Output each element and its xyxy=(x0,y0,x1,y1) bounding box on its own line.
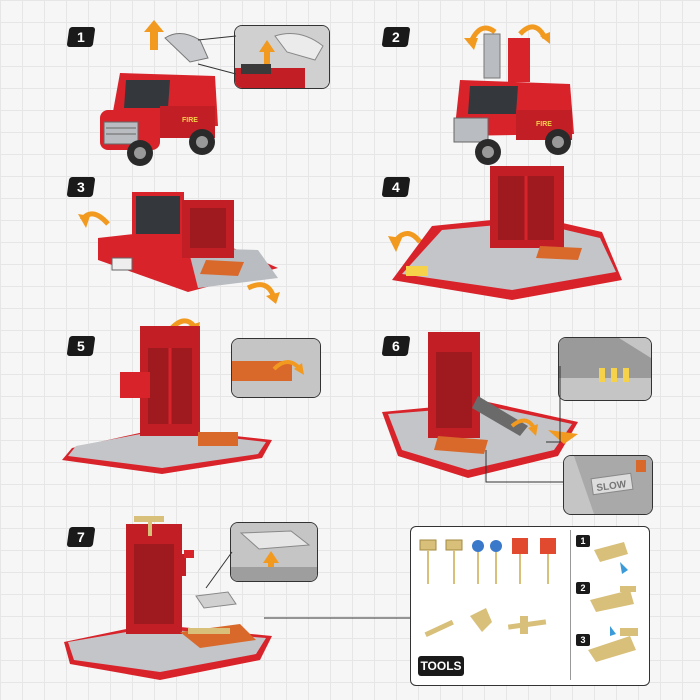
tools-signs-illustration xyxy=(419,538,556,638)
step-3-unfold-illustration xyxy=(78,192,280,304)
step-1-truck-illustration: FIRE xyxy=(100,20,218,166)
tools-assembly-steps xyxy=(570,530,645,680)
ramp-latch-detail xyxy=(232,339,320,397)
step-6-top-detail-inset xyxy=(558,337,652,401)
step-5-tower-illustration xyxy=(62,318,272,474)
signpost-icon xyxy=(445,539,463,584)
truck-fire-label-2: FIRE xyxy=(536,121,552,128)
curved-arrow-icon xyxy=(388,231,422,252)
step-5-detail-inset xyxy=(231,338,321,398)
step-6-connector-lines xyxy=(485,366,564,483)
curved-arrow-icon xyxy=(510,418,538,436)
slow-sign-detail: SLOW xyxy=(564,456,652,514)
step-7-detail-inset xyxy=(230,522,318,582)
parking-spots-detail xyxy=(559,338,651,400)
step-1-connector-lines xyxy=(197,35,237,75)
curved-arrow-icon xyxy=(246,282,280,304)
step-6-tower-illustration xyxy=(382,332,578,478)
up-arrow-icon xyxy=(144,20,164,50)
step-2-number: 2 xyxy=(392,29,400,45)
step-7-playset-illustration xyxy=(64,516,272,680)
car-lift-detail xyxy=(231,523,317,581)
step-7-connector-line xyxy=(205,551,410,619)
signpost-icon xyxy=(419,539,437,584)
step-2-badge: 2 xyxy=(381,27,411,47)
truck-fire-label: FIRE xyxy=(182,117,198,124)
step-4-unfold-illustration xyxy=(388,166,622,300)
blue-arrow-sign-icon xyxy=(490,540,502,584)
fire-sign-icon xyxy=(512,538,528,584)
tools-assembly-illustration xyxy=(588,542,638,662)
blue-arrow-sign-icon xyxy=(472,540,484,584)
slow-sign-label: SLOW xyxy=(596,479,628,494)
step-1-number: 1 xyxy=(77,29,85,45)
tools-substep-2-badge: 2 xyxy=(576,582,590,594)
step-6-bottom-detail-inset: SLOW xyxy=(563,455,653,515)
tool-parts-icon xyxy=(424,608,547,638)
tools-label: TOOLS xyxy=(418,656,464,676)
step-1-detail-inset xyxy=(234,25,330,89)
curved-arrow-icon xyxy=(78,211,110,228)
curved-arrow-icon xyxy=(464,25,497,50)
crane-arm-icon xyxy=(594,542,628,574)
slow-sign-icon xyxy=(590,472,634,496)
crane-arm-icon xyxy=(590,586,636,612)
crane-arm-icon xyxy=(588,626,638,662)
ladder-hinge-detail xyxy=(235,26,329,88)
tools-substep-1-badge: 1 xyxy=(576,535,590,547)
step-2-truck-illustration: FIRE xyxy=(453,24,574,165)
tools-substep-3-badge: 3 xyxy=(576,634,590,646)
fire-sign-icon xyxy=(540,538,556,584)
curved-arrow-icon xyxy=(518,24,550,44)
